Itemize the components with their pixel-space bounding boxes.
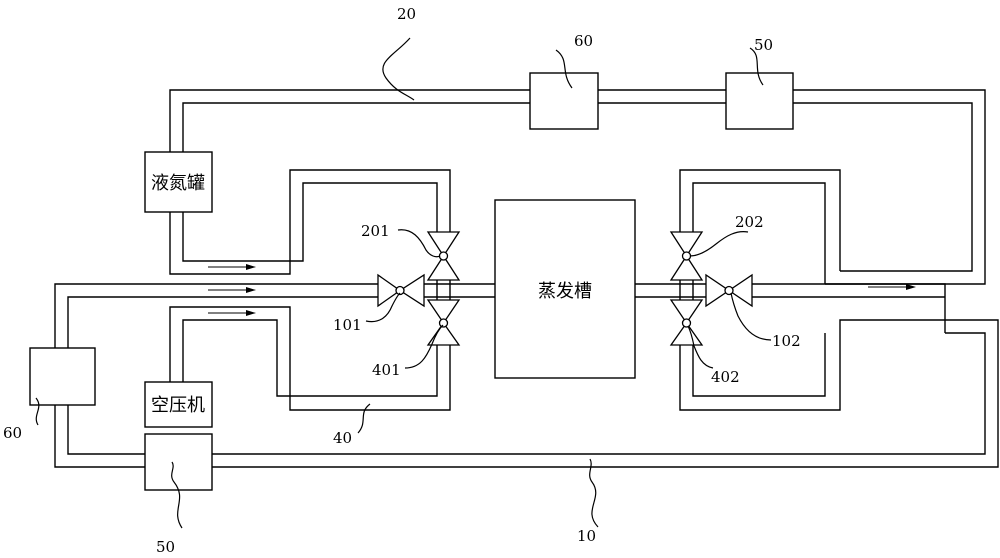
ref-50-top: 50 (754, 36, 773, 54)
ref-50-bottom: 50 (156, 538, 175, 556)
ref-10: 10 (577, 527, 596, 545)
flow-arrow-outlet (868, 284, 916, 290)
box-60-top (530, 73, 598, 129)
ref-60-left: 60 (3, 424, 22, 442)
ref-40: 40 (333, 429, 352, 447)
flow-arrow-inlet (208, 287, 256, 293)
valve-102 (706, 275, 752, 306)
valve-101 (378, 275, 424, 306)
flow-arrow-air (208, 310, 256, 316)
air-compressor-label: 空压机 (151, 395, 205, 416)
pipe-402-right (680, 320, 945, 410)
box-60-left (30, 348, 95, 405)
ref-102: 102 (772, 332, 801, 350)
box-50-bottom (145, 434, 212, 490)
box-50-top (726, 73, 793, 129)
ref-401: 401 (372, 361, 401, 379)
flow-arrow-tank (208, 264, 256, 270)
ref-201: 201 (361, 222, 390, 240)
ref-101: 101 (333, 316, 362, 334)
evaporator-label: 蒸发槽 (538, 281, 592, 302)
ref-20: 20 (397, 5, 416, 23)
ref-202: 202 (735, 213, 764, 231)
valve-202 (671, 232, 702, 280)
ln2-tank-label: 液氮罐 (151, 173, 205, 194)
ref-402: 402 (711, 368, 740, 386)
ref-60-top: 60 (574, 32, 593, 50)
valve-402 (671, 300, 702, 345)
valve-401 (428, 300, 459, 345)
